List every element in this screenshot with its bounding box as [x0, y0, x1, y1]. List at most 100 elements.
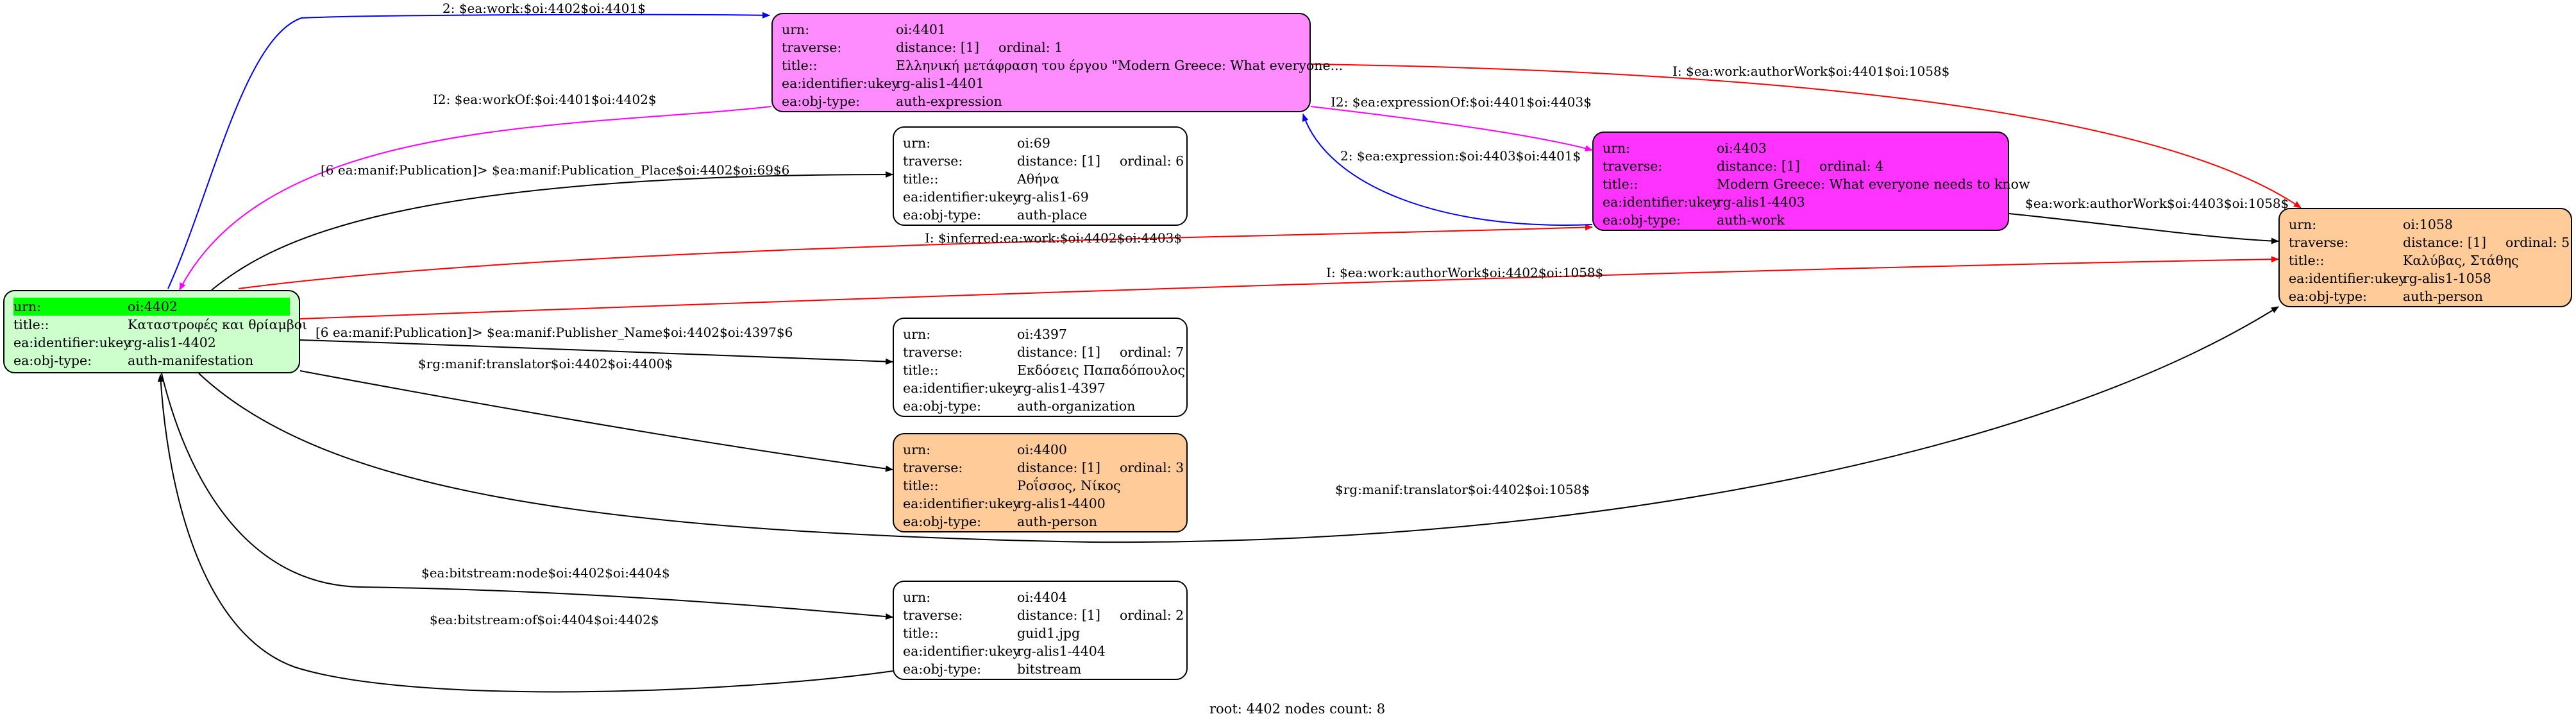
node-ukey: rg-alis1-4402: [128, 335, 216, 350]
node-title-row: title::Καταστροφές και θρίαμβοι: [13, 317, 308, 332]
node-distance: distance: [1]: [1717, 158, 1800, 174]
edge-bitstream-of-4404-4402: [157, 374, 893, 693]
node-ukey: rg-alis1-4404: [1017, 643, 1106, 659]
edge-label-expression: 2: $ea:expression:$oi:4403$oi:4401$: [1340, 148, 1581, 164]
node-urn-row: urn:oi:4401: [782, 22, 946, 37]
edge-work-4402-4401: [167, 12, 770, 289]
node-ordinal: ordinal: 7: [1119, 344, 1184, 360]
edge-publication-place-4402-69: [211, 171, 893, 291]
node-oi-4401[interactable]: urn:oi:4401 traverse:distance: [1]ordina…: [771, 13, 1343, 112]
node-traverse-row: traverse:distance: [1]ordinal: 3: [903, 460, 1184, 475]
node-type: auth-work: [1717, 212, 1785, 228]
node-title-row: title::guid1.jpg: [903, 625, 1081, 641]
node-type: auth-person: [2403, 289, 2483, 304]
node-urn-row: urn:oi:69: [903, 135, 1050, 151]
node-oi-4404[interactable]: urn:oi:4404 traverse:distance: [1]ordina…: [893, 581, 1188, 680]
node-ordinal: ordinal: 5: [2505, 235, 2570, 250]
edge-bitstream-node-4402-4404: [161, 373, 893, 620]
edge-label-publication-place: [6 ea:manif:Publication]> $ea:manif:Publ…: [321, 162, 789, 178]
node-type-row: ea:obj-type:auth-organization: [903, 398, 1136, 414]
node-title-row: title::Ελληνική μετάφραση του έργου "Mod…: [782, 58, 1343, 73]
node-oi-4397[interactable]: urn:oi:4397 traverse:distance: [1]ordina…: [893, 318, 1188, 417]
node-title-row: title::Modern Greece: What everyone need…: [1603, 176, 2030, 192]
edge-label-workof-4401-4402: I2: $ea:workOf:$oi:4401$oi:4402$: [433, 92, 657, 107]
node-oi-4402-root[interactable]: urn:oi:4402 title::Καταστροφές και θρίαμ…: [3, 290, 308, 373]
node-type-row: ea:obj-type:auth-expression: [782, 94, 1002, 109]
node-title-row: title::Καλύβας, Στάθης: [2289, 253, 2519, 268]
node-title: Αθήνα: [1017, 171, 1059, 187]
edge-translator-4402-1058: [198, 306, 2279, 543]
node-urn-row: urn:oi:4400: [903, 442, 1067, 457]
node-urn-row: urn:oi:4397: [903, 327, 1067, 342]
node-distance: distance: [1]: [2403, 235, 2486, 250]
node-title: Modern Greece: What everyone needs to kn…: [1717, 176, 2030, 192]
node-urn: oi:1058: [2403, 217, 2453, 232]
node-type-row: ea:obj-type:auth-person: [903, 514, 1097, 529]
node-distance: distance: [1]: [1017, 608, 1100, 623]
edge-label-translator-4400: $rg:manif:translator$oi:4402$oi:4400$: [418, 356, 673, 371]
node-title: Εκδόσεις Παπαδόπουλος: [1017, 362, 1185, 378]
node-traverse-row: traverse:distance: [1]ordinal: 1: [782, 40, 1063, 55]
node-urn: oi:4402: [128, 298, 290, 316]
edge-label-expressionof: I2: $ea:expressionOf:$oi:4401$oi:4403$: [1331, 94, 1592, 110]
node-ukey: rg-alis1-4397: [1017, 380, 1106, 396]
node-ukey: rg-alis1-1058: [2403, 271, 2491, 286]
node-type: auth-person: [1017, 514, 1097, 529]
node-oi-4400[interactable]: urn:oi:4400 traverse:distance: [1]ordina…: [893, 433, 1188, 532]
node-title: Καλύβας, Στάθης: [2403, 253, 2519, 268]
node-type-row: ea:obj-type:auth-person: [2289, 289, 2483, 304]
node-oi-69[interactable]: urn:oi:69 traverse:distance: [1]ordinal:…: [893, 126, 1188, 226]
edge-authorwork-4402-1058: [299, 256, 2279, 319]
node-type-row: ea:obj-type:auth-work: [1603, 212, 1785, 228]
node-title: Ελληνική μετάφραση του έργου "Modern Gre…: [896, 58, 1343, 73]
node-traverse-row: traverse:distance: [1]ordinal: 6: [903, 153, 1184, 169]
edge-label-translator-1058: $rg:manif:translator$oi:4402$oi:1058$: [1335, 482, 1590, 497]
node-urn-row: urn:oi:4404: [903, 590, 1067, 605]
edge-translator-4402-4400: [299, 370, 893, 472]
node-title: Ροΐσσος, Νίκος: [1017, 478, 1121, 493]
edge-label-inferred-work: I: $inferred:ea:work:$oi:4402$oi:4403$: [925, 230, 1182, 246]
node-type: auth-organization: [1017, 398, 1136, 414]
node-title: guid1.jpg: [1017, 625, 1081, 641]
edge-label-authorwork-4402-1058: I: $ea:work:authorWork$oi:4402$oi:1058$: [1326, 265, 1603, 280]
edge-publisher-4402-4397: [299, 339, 893, 365]
edge-expressionof-4401-4403: [1310, 106, 1593, 152]
node-ordinal: ordinal: 1: [998, 40, 1063, 55]
node-traverse-row: traverse:distance: [1]ordinal: 2: [903, 608, 1184, 623]
node-type: auth-manifestation: [128, 353, 254, 368]
edge-label-publisher: [6 ea:manif:Publication]> $ea:manif:Publ…: [316, 325, 793, 340]
node-title-row: title::Εκδόσεις Παπαδόπουλος: [903, 362, 1185, 378]
node-ukey: rg-alis1-69: [1017, 189, 1089, 205]
node-ordinal: ordinal: 3: [1119, 460, 1184, 475]
node-urn-row: urn:oi:1058: [2289, 217, 2453, 232]
node-title-row: title::Ροΐσσος, Νίκος: [903, 478, 1121, 493]
node-urn-row: urn:oi:4402: [13, 298, 290, 316]
node-type: bitstream: [1017, 661, 1082, 677]
node-distance: distance: [1]: [1017, 460, 1100, 475]
node-oi-1058[interactable]: urn:oi:1058 traverse:distance: [1]ordina…: [2278, 208, 2572, 307]
edge-label-authorwork-4403-1058: $ea:work:authorWork$oi:4403$oi:1058$: [2025, 196, 2289, 211]
node-type: auth-place: [1017, 207, 1088, 223]
node-urn: oi:4400: [1017, 442, 1067, 457]
edge-expression-4403-4401: [1302, 114, 1593, 226]
node-ordinal: ordinal: 6: [1119, 153, 1184, 169]
node-oi-4403[interactable]: urn:oi:4403 traverse:distance: [1]ordina…: [1592, 132, 2030, 231]
edge-label-work-4402-4401: 2: $ea:work:$oi:4402$oi:4401$: [442, 1, 646, 16]
node-type-row: ea:obj-type:bitstream: [903, 661, 1082, 677]
node-urn: oi:4403: [1717, 140, 1767, 156]
node-traverse-row: traverse:distance: [1]ordinal: 7: [903, 344, 1184, 360]
root-node-count: root: 4402 nodes count: 8: [1209, 701, 1385, 717]
node-urn: oi:4397: [1017, 327, 1067, 342]
edge-label-bitstream-of: $ea:bitstream:of$oi:4404$oi:4402$: [430, 612, 659, 627]
node-distance: distance: [1]: [1017, 153, 1100, 169]
node-ordinal: ordinal: 4: [1819, 158, 1884, 174]
node-ukey: rg-alis1-4401: [896, 76, 984, 91]
